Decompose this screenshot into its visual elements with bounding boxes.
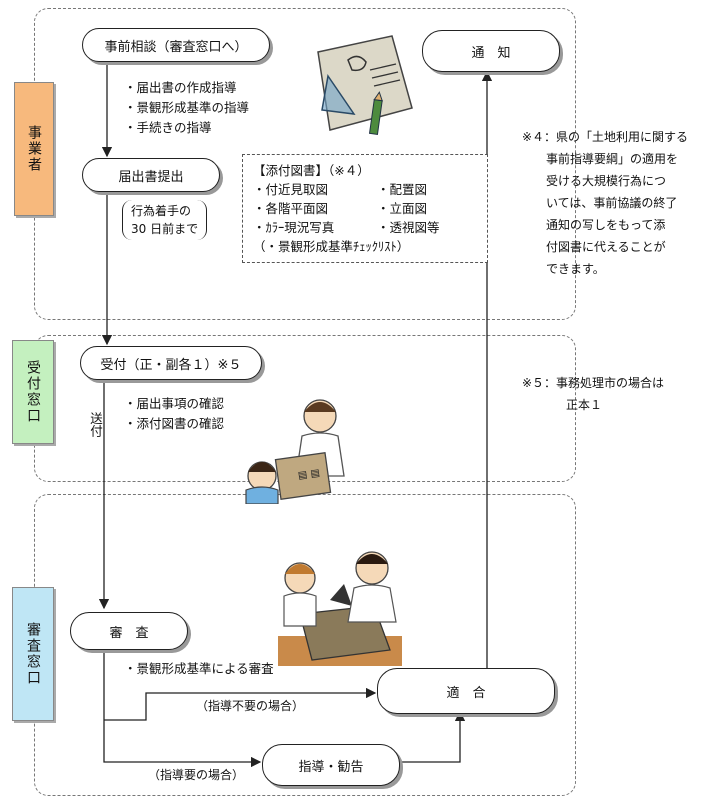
svg-text:▤ ▤: ▤ ▤ bbox=[297, 468, 320, 482]
uketsuke-bullet: ・添付図書の確認 bbox=[124, 416, 225, 431]
note-4-line: できます。 bbox=[546, 262, 605, 276]
review-meeting-illustration bbox=[278, 551, 402, 666]
note-4-line: ※４：県の「土地利用に関する bbox=[522, 130, 689, 144]
section-label-jigyosha: 事業者 bbox=[14, 82, 54, 216]
node-tsuchi: 通 知 bbox=[422, 30, 560, 72]
note-4-line: 受ける大規模行為につ bbox=[546, 174, 667, 188]
drafting-documents-illustration bbox=[317, 35, 413, 135]
node-tekigou: 適 合 bbox=[377, 668, 555, 714]
note-5-line: ※５：事務処理市の場合は bbox=[522, 376, 665, 390]
soudan-bullet: ・届出書の作成指導 bbox=[124, 80, 237, 95]
sofu-label: 送付 bbox=[88, 412, 103, 437]
attachment-item: ・付近見取図 bbox=[253, 182, 329, 197]
soudan-bullets: ・届出書の作成指導 ・景観形成基準の指導 ・手続きの指導 bbox=[124, 78, 249, 138]
attachments-checklist: （・景観形成基準ﾁｪｯｸﾘｽﾄ） bbox=[253, 239, 410, 254]
document-check-people-illustration: ▤ ▤ bbox=[245, 399, 345, 504]
note-4-line: 付図書に代えることが bbox=[546, 240, 666, 254]
deadline-line: 30 日前まで bbox=[131, 222, 199, 236]
node-shido-kankoku: 指導・勧告 bbox=[262, 744, 400, 786]
attachment-item: ・立面図 bbox=[377, 201, 428, 216]
arrow-shinsa-branch-yes bbox=[103, 648, 262, 768]
note-5: ※５：事務処理市の場合は 正本１ bbox=[522, 372, 664, 416]
node-jizen-soudan: 事前相談（審査窓口へ） bbox=[82, 28, 270, 62]
note-4-line: 事前指導要綱」の適用を bbox=[546, 152, 679, 166]
attachment-item: ・配置図 bbox=[377, 182, 428, 197]
soudan-bullet: ・手続きの指導 bbox=[124, 120, 212, 135]
section-label-uketsuke: 受付窓口 bbox=[12, 340, 54, 444]
note-5-line: 正本１ bbox=[566, 398, 603, 412]
node-uketsuke: 受付（正・副各１）※５ bbox=[80, 346, 262, 380]
arrow-branch-no-to-tekigou bbox=[104, 687, 377, 721]
branch-label-no-guidance: （指導不要の場合） bbox=[196, 699, 305, 713]
note-4-line: 通知の写しをもって添 bbox=[546, 218, 666, 232]
node-todokede-teishutsu: 届出書提出 bbox=[82, 158, 220, 192]
arrow-shido-to-tekigou bbox=[400, 710, 466, 763]
soudan-bullet: ・景観形成基準の指導 bbox=[124, 100, 250, 115]
attachments-box: 【添付図書】（※４） ・付近見取図 ・配置図 ・各階平面図 ・立面図 ・ｶﾗｰ現… bbox=[242, 154, 488, 263]
node-shinsa: 審 査 bbox=[70, 612, 188, 650]
note-4: ※４：県の「土地利用に関する 事前指導要綱」の適用を 受ける大規模行為につ いて… bbox=[522, 126, 688, 280]
attachments-title: 【添付図書】（※４） bbox=[253, 163, 370, 178]
deadline-line: 行為着手の bbox=[131, 204, 192, 218]
shinsa-bullet: ・景観形成基準による審査 bbox=[124, 661, 274, 676]
attachment-item: ・ｶﾗｰ現況写真 bbox=[253, 220, 335, 235]
uketsuke-bullet: ・届出事項の確認 bbox=[124, 396, 225, 411]
attachment-item: ・透視図等 bbox=[377, 220, 440, 235]
attachment-item: ・各階平面図 bbox=[253, 201, 329, 216]
branch-label-guidance: （指導要の場合） bbox=[148, 768, 245, 782]
deadline-note: 行為着手の 30 日前まで bbox=[122, 200, 208, 240]
section-label-shinsa: 審査窓口 bbox=[12, 587, 54, 721]
note-4-line: いては、事前協議の終了 bbox=[546, 196, 678, 210]
uketsuke-bullets: ・届出事項の確認 ・添付図書の確認 bbox=[124, 394, 224, 434]
